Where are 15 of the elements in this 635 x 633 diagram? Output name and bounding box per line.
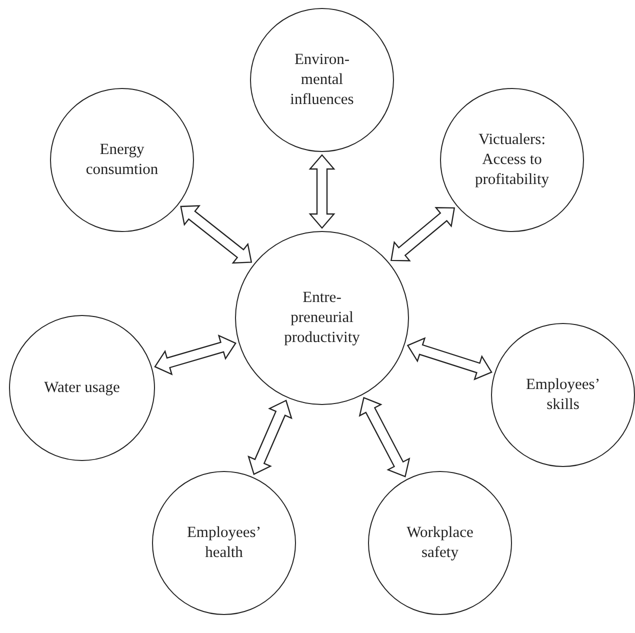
double-arrow <box>390 207 456 262</box>
node-label: Workplace safety <box>406 522 474 563</box>
node-label: Employees’ health <box>186 522 262 563</box>
double-arrow <box>180 205 252 264</box>
double-arrow <box>308 154 336 229</box>
node-label: Entre- preneurial productivity <box>283 288 361 348</box>
node-label: Energy consumtion <box>84 140 160 180</box>
node-label: Employees’ skills <box>524 374 602 415</box>
double-arrow <box>248 400 292 476</box>
node-label: Environ- mental influences <box>289 50 355 110</box>
node-label: Victualers: Access to profitability <box>474 130 550 190</box>
double-arrow <box>406 337 492 380</box>
double-arrow <box>154 334 236 376</box>
double-arrow <box>358 396 410 478</box>
node-label: Water usage <box>44 378 120 398</box>
